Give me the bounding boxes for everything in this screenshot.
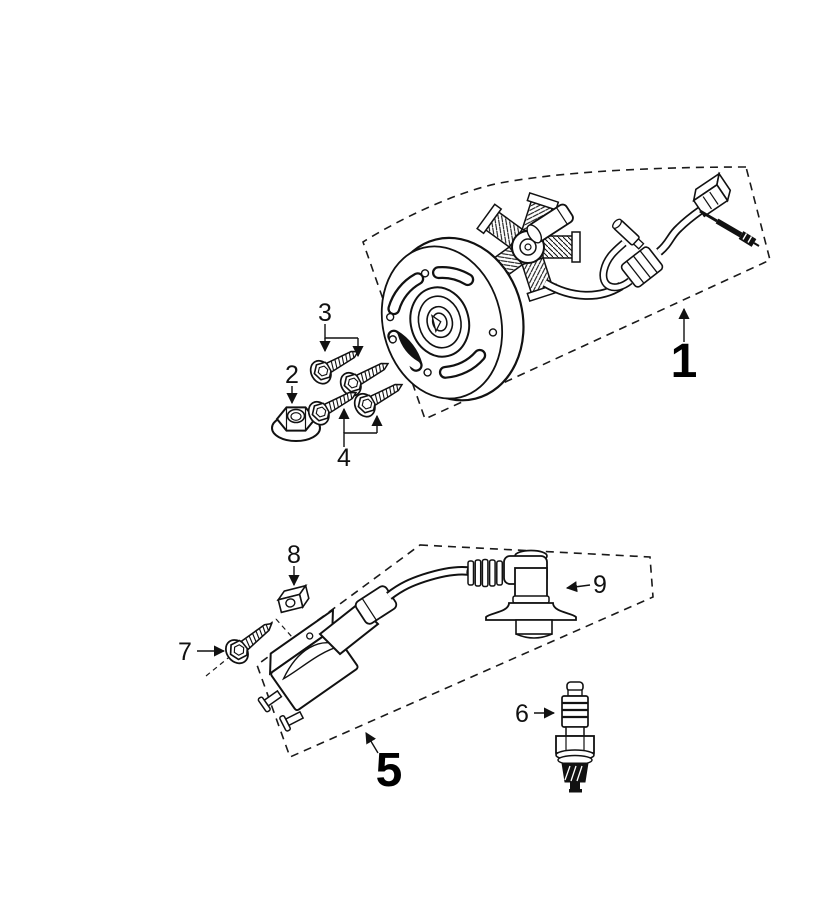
stator-illustration xyxy=(476,191,581,303)
callout-1: 1 xyxy=(671,307,698,388)
coil-terminal-2 xyxy=(279,710,305,732)
bullet-connector-icon xyxy=(612,218,645,250)
callout-5-label: 5 xyxy=(376,744,403,797)
pickup-coil-icon xyxy=(526,203,574,244)
cap-ribs xyxy=(467,558,504,588)
clamp-part-8 xyxy=(276,583,310,614)
flywheel-holes xyxy=(385,269,498,377)
spark-plug-part-6: 6 xyxy=(515,681,595,793)
callout-7-label: 7 xyxy=(178,638,192,666)
callout-1-label: 1 xyxy=(671,335,698,388)
callout-7: 7 xyxy=(178,638,226,666)
flywheel-illustration xyxy=(380,236,525,402)
callout-9-label: 9 xyxy=(593,571,607,599)
fasteners-group: 2 3 4 xyxy=(271,299,409,472)
callout-9: 9 xyxy=(565,571,607,599)
callout-4: 4 xyxy=(337,407,383,472)
coil-terminal-1 xyxy=(257,689,283,713)
spark-plug-cap-part-9: 9 xyxy=(467,549,607,639)
callout-6: 6 xyxy=(515,700,556,728)
ignition-coil-illustration xyxy=(257,565,474,732)
callout-2: 2 xyxy=(285,361,299,405)
flywheel-hub xyxy=(409,286,471,358)
ignition-coil-group: 5 7 8 xyxy=(178,541,654,797)
callout-4-label: 4 xyxy=(337,444,351,472)
flywheel-slots xyxy=(387,266,487,379)
magneto-group: 1 xyxy=(362,166,771,421)
magneto-group-outline xyxy=(362,166,771,421)
callout-3-label: 3 xyxy=(318,299,332,327)
grommet-icon xyxy=(620,246,664,288)
callout-8: 8 xyxy=(287,541,301,587)
callout-2-label: 2 xyxy=(285,361,299,389)
multi-pin-connector-icon xyxy=(692,171,732,218)
callout-6-label: 6 xyxy=(515,700,529,728)
black-lead-icon xyxy=(699,209,760,247)
wiring-harness-illustration xyxy=(542,171,760,300)
callout-8-label: 8 xyxy=(287,541,301,569)
callout-5: 5 xyxy=(365,732,403,797)
callout-3: 3 xyxy=(318,299,364,358)
